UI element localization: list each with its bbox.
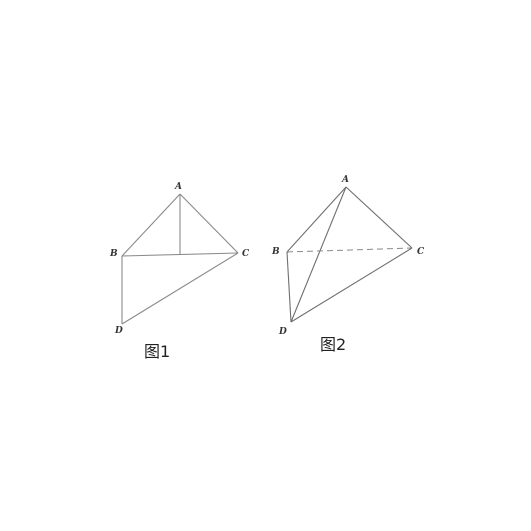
- fig2-label-b: B: [271, 247, 280, 257]
- fig1-edge-ac: [179, 193, 239, 254]
- fig2-edge-ab: [286, 186, 347, 253]
- fig2-label-c: C: [417, 247, 425, 257]
- fig2-edge-bc-hidden: [286, 247, 413, 253]
- fig2-edge-dc: [290, 247, 413, 323]
- fig2-edge-ac: [345, 186, 413, 249]
- fig1-label-d: D: [114, 326, 123, 336]
- fig1-label-c: C: [242, 249, 250, 259]
- figure-1: A B C D 图1: [109, 182, 250, 361]
- fig1-edge-ab: [121, 193, 181, 257]
- fig2-label-a: A: [341, 175, 349, 185]
- fig2-edge-ad: [290, 186, 347, 323]
- fig1-label-a: A: [174, 182, 182, 192]
- fig1-caption: 图1: [144, 342, 170, 361]
- fig2-caption: 图2: [320, 335, 346, 354]
- fig2-edge-bd: [286, 251, 292, 323]
- fig1-label-b: B: [109, 249, 118, 259]
- fig1-edge-dc: [121, 252, 239, 325]
- fig2-label-d: D: [278, 327, 287, 337]
- figure-2: A B C D 图2: [271, 175, 425, 354]
